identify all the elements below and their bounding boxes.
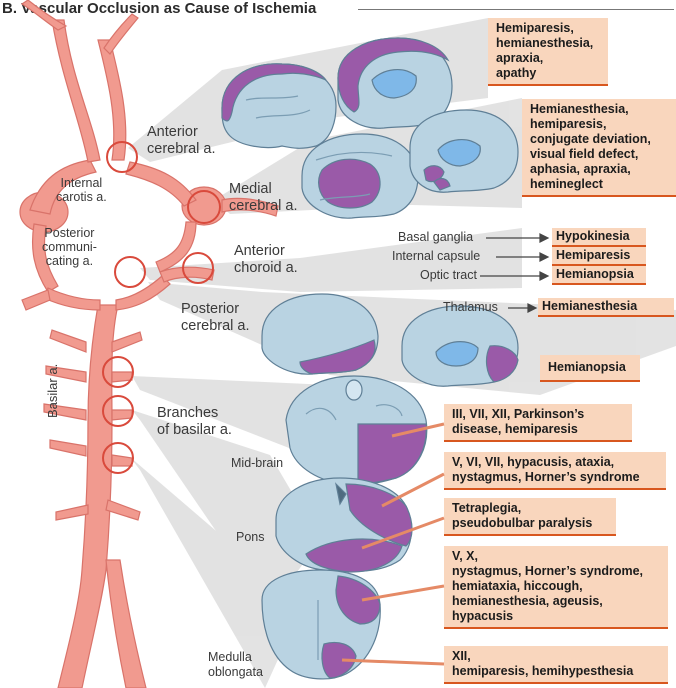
ring-branch-2 [102, 395, 134, 427]
structure-thalamus: Thalamus [443, 300, 498, 314]
title-rule [358, 9, 674, 10]
pontine-branch-r2 [111, 371, 133, 383]
pontine-branch-l3 [43, 403, 87, 421]
beam-branch-2 [132, 410, 320, 610]
anterior-choroid-branch [159, 266, 215, 283]
brain-aca-lateral [221, 63, 337, 149]
beam-branch-3 [130, 457, 280, 688]
section-medulla [261, 569, 381, 680]
label-basilar: Basilar a. [45, 363, 60, 418]
ring-posterior-cerebral [114, 256, 146, 288]
anterior-cerebral-left-root [29, 159, 97, 215]
deficit-hemianesthesia-thalamus: Hemianesthesia [538, 298, 674, 317]
brainstem-sections [261, 375, 428, 680]
section-midbrain [285, 375, 428, 486]
brain-pca-medial [401, 305, 519, 387]
deficit-box-midbrain: III, VII, XII, Parkinson’s disease, hemi… [444, 404, 632, 442]
ring-medial-cerebral [187, 190, 221, 224]
label-midbrain: Mid-brain [231, 456, 284, 470]
occlusion-markers [102, 141, 221, 474]
deficit-box-medial-cerebral: Hemianesthesia, hemiparesis, conjugate d… [522, 99, 676, 197]
pontine-branch-l1 [49, 329, 87, 353]
ring-anterior-choroid [182, 252, 214, 284]
deficit-hypokinesia: Hypokinesia [552, 228, 646, 247]
deficit-hemiparesis: Hemiparesis [552, 247, 646, 266]
medial-cerebral-trunk [221, 197, 279, 217]
acer-branch-right [103, 13, 139, 55]
brain-mca-medial [409, 109, 519, 193]
pontine-branch-r3 [111, 409, 133, 421]
deficit-box-medulla-lower: XII, hemiparesis, hemihypesthesia [444, 646, 668, 684]
pica-right [105, 499, 141, 521]
brain-views [221, 37, 519, 387]
pontine-branch-l4 [49, 439, 87, 457]
brain-aca-medial [337, 37, 453, 129]
brain-pca-lateral [261, 293, 379, 375]
label-pons: Pons [236, 530, 265, 544]
deficit-box-pons-lower: Tetraplegia, pseudobulbar paralysis [444, 498, 616, 536]
vertebral-artery-right [105, 559, 147, 688]
posterior-communicating-left [31, 223, 59, 293]
pontine-branch-l2 [45, 365, 87, 383]
pontine-branch-r1 [111, 331, 143, 353]
artery-tree [19, 0, 279, 688]
ring-anterior-cerebral [106, 141, 138, 173]
section-pons [275, 477, 413, 573]
figure-title: B. Vascular Occlusion as Cause of Ischem… [2, 0, 317, 17]
deficit-box-pons-upper: V, VI, VII, hypacusis, ataxia, nystagmus… [444, 452, 666, 490]
ring-branch-3 [102, 442, 134, 474]
anterior-cerebral-left [51, 19, 101, 163]
beam-anterior-choroid [140, 228, 522, 292]
ring-branch-1 [102, 356, 134, 388]
structure-arrows [480, 233, 550, 313]
structure-internal-capsule: Internal capsule [392, 249, 481, 263]
posterior-cerebral-right [115, 275, 171, 311]
structure-optic-tract: Optic tract [420, 268, 477, 282]
basilar-artery [57, 304, 119, 688]
deficit-box-anterior-cerebral: Hemiparesis, hemianesthesia, apraxia, ap… [488, 18, 608, 86]
anterior-cerebral-right-root [125, 161, 197, 207]
structure-basal-ganglia: Basal ganglia [398, 230, 474, 244]
posterior-cerebral-left [43, 287, 101, 311]
deficit-box-medulla-upper: V, X, nystagmus, Horner’s syndrome, hemi… [444, 546, 668, 629]
pontine-branch-r4 [111, 454, 133, 467]
deficit-box-posterior-cerebral: Hemianopsia [540, 355, 640, 382]
acer-branch-left [20, 0, 68, 31]
brain-mca-lateral [301, 133, 419, 219]
pica-left [55, 504, 89, 521]
deficit-hemianopsia-choroid: Hemianopsia [552, 266, 646, 285]
posterior-communicating-right [155, 221, 197, 273]
pca-tip-left [21, 289, 51, 311]
